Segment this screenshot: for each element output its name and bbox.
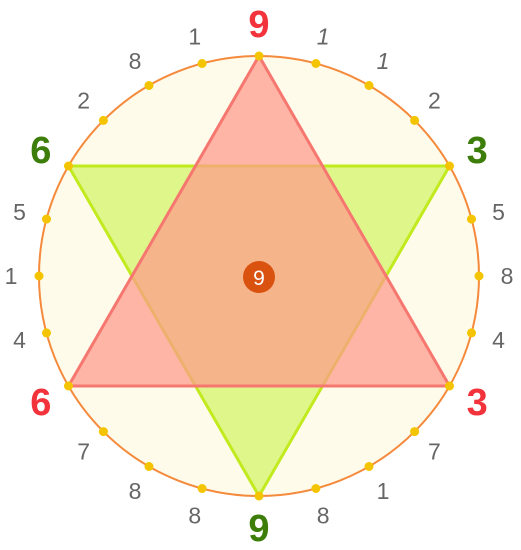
intermediate-number-labels: 1 1 2 5 8 4 7 1 8 8 8 7 4 1 5 2 8 1 (5, 24, 514, 529)
green-vertex-bottom-label: 9 (248, 508, 269, 550)
ring-dot (98, 427, 108, 437)
ring-dot (64, 381, 73, 391)
intermediate-number: 1 (317, 24, 330, 50)
ring-dot (197, 59, 207, 68)
intermediate-number: 7 (77, 438, 90, 464)
intermediate-number: 4 (13, 327, 26, 353)
ring-dots (34, 51, 484, 501)
red-vertex-bottom-right-label: 3 (467, 382, 488, 424)
intermediate-number: 8 (188, 503, 201, 529)
ring-dot (144, 462, 154, 471)
center-number: 9 (253, 267, 265, 290)
ring-dot (467, 328, 476, 338)
ring-dot (64, 161, 73, 171)
intermediate-number: 2 (428, 88, 441, 114)
ring-dot (311, 59, 321, 68)
intermediate-number: 2 (77, 88, 90, 114)
ring-dot (34, 271, 44, 281)
ring-dot (410, 115, 420, 125)
intermediate-number: 5 (13, 199, 26, 225)
intermediate-number: 7 (428, 438, 441, 464)
intermediate-number: 1 (188, 24, 201, 50)
red-vertex-top-label: 9 (248, 4, 269, 46)
ring-dot (144, 81, 154, 90)
intermediate-number: 8 (129, 478, 142, 504)
green-vertex-top-right-label: 3 (467, 130, 488, 172)
intermediate-number: 8 (501, 263, 514, 289)
vertex-number-labels: 9 3 6 3 9 6 (30, 4, 488, 550)
ring-dot (445, 161, 454, 171)
ring-dot (42, 328, 51, 338)
intermediate-number: 8 (317, 503, 330, 529)
green-vertex-top-left-label: 6 (30, 130, 51, 172)
ring-dot (364, 462, 374, 471)
ring-dot (467, 214, 476, 224)
ring-dot (98, 115, 108, 125)
intermediate-number: 1 (5, 263, 18, 289)
ring-dot (311, 484, 321, 493)
ring-dot (445, 381, 454, 391)
ring-dot (254, 491, 264, 501)
intermediate-number: 5 (492, 199, 505, 225)
ring-dot (197, 484, 207, 493)
intermediate-number: 4 (492, 327, 505, 353)
ring-dot (410, 427, 420, 437)
intermediate-number: 8 (129, 48, 142, 74)
center-marker (243, 261, 275, 293)
intermediate-number: 1 (377, 478, 390, 504)
ring-dot (474, 271, 484, 281)
ring-dot (42, 214, 51, 224)
intermediate-number: 1 (377, 48, 390, 74)
ring-dot (364, 81, 374, 90)
red-triangle (65, 52, 453, 388)
red-vertex-bottom-left-label: 6 (30, 382, 51, 424)
ring-dot (254, 51, 264, 61)
